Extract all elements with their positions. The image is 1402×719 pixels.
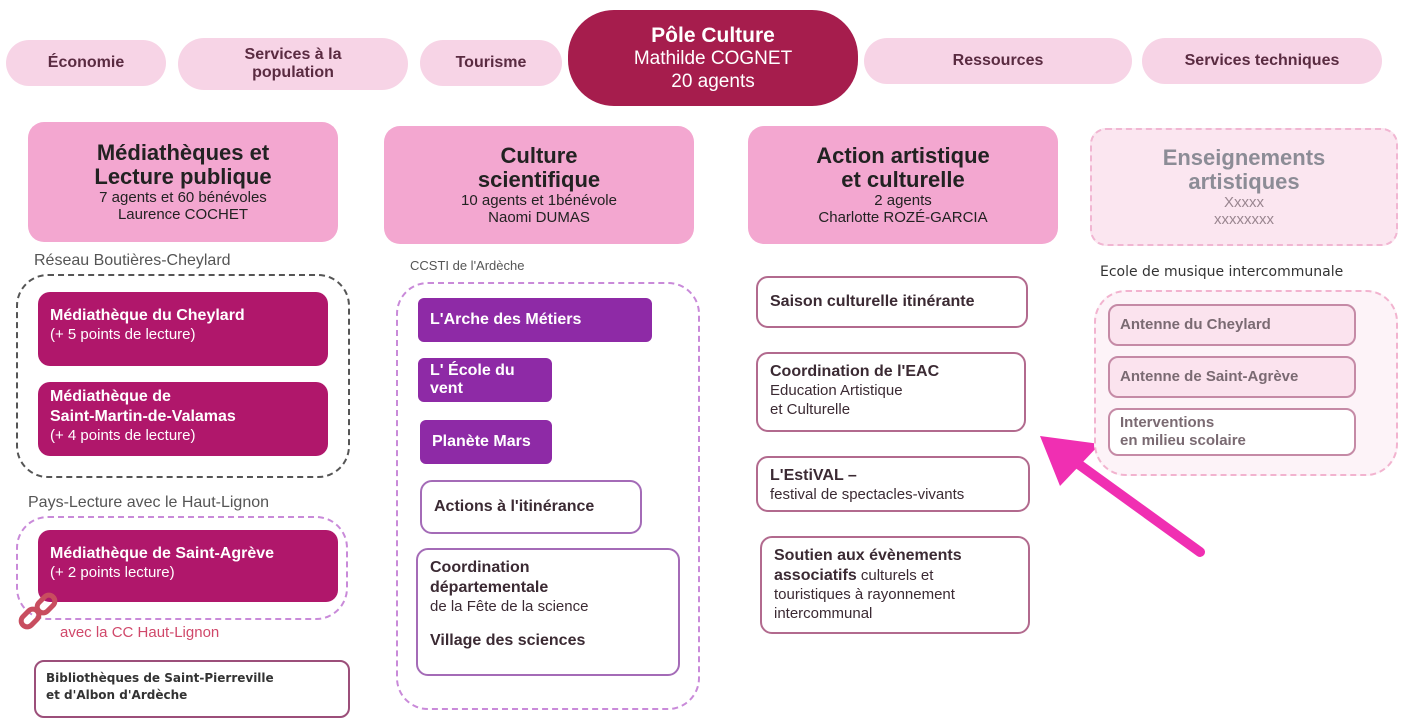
- coord-line-2: départementale: [430, 579, 549, 596]
- group-label-ecole-musique: Ecole de musique intercommunale: [1100, 264, 1344, 280]
- arche-label: L'Arche des Métiers: [430, 311, 582, 328]
- eac-title: Coordination de l'EAC: [770, 363, 940, 380]
- group-reseau-boutieres: [16, 274, 350, 478]
- link-chain-icon: [18, 592, 58, 630]
- box-saison-culturelle[interactable]: Saison culturelle itinérante: [756, 276, 1028, 328]
- pill-economie-label: Économie: [47, 53, 125, 71]
- box-bibliotheques[interactable]: Bibliothèques de Saint-Pierreville et d'…: [34, 660, 350, 718]
- pole-agents: 20 agents: [671, 70, 755, 92]
- box-coordination-eac[interactable]: Coordination de l'EAC Education Artistiq…: [756, 352, 1026, 432]
- pill-services-population[interactable]: Services à la population: [178, 38, 408, 90]
- header-mediatheques-lead: Laurence COCHET: [117, 205, 249, 223]
- soutien-text-3: intercommunal: [774, 604, 873, 622]
- box-ecole-du-vent[interactable]: L' École du vent: [418, 358, 552, 402]
- soutien-bold-2: associatifs: [774, 567, 857, 584]
- interventions-line-2: en milieu scolaire: [1120, 432, 1246, 449]
- pointer-arrow-icon: [1040, 436, 1205, 557]
- header-culture-staff: 10 agents et 1bénévole: [461, 191, 617, 209]
- pole-director: Mathilde COGNET: [633, 47, 793, 69]
- box-mediatheque-cheylard[interactable]: Médiathèque du Cheylard (+ 5 points de l…: [38, 292, 328, 366]
- header-culture-title-1: Culture: [500, 143, 578, 168]
- saison-label: Saison culturelle itinérante: [770, 293, 975, 310]
- header-action-title-1: Action artistique: [816, 143, 990, 168]
- header-enseignements-line-2: xxxxxxxx: [1214, 210, 1274, 228]
- header-enseignements-title-1: Enseignements: [1162, 145, 1326, 170]
- planete-mars-label: Planète Mars: [432, 433, 531, 450]
- box-saint-martin-title-2: Saint-Martin-de-Valamas: [50, 408, 236, 425]
- box-cheylard-sub: (+ 5 points de lecture): [50, 326, 196, 343]
- header-culture-title-2: scientifique: [477, 166, 601, 192]
- village-sciences: Village des sciences: [430, 631, 586, 649]
- pill-ressources[interactable]: Ressources: [864, 38, 1132, 84]
- box-mediatheque-saint-agreve[interactable]: Médiathèque de Saint-Agrève (+ 2 points …: [38, 530, 338, 602]
- box-saint-agreve-sub: (+ 2 points lecture): [50, 564, 175, 581]
- pill-services-techniques[interactable]: Services techniques: [1142, 38, 1382, 84]
- box-soutien-evenements[interactable]: Soutien aux évènements associatifs cultu…: [760, 536, 1030, 634]
- box-estival[interactable]: L'EstiVAL – festival de spectacles-vivan…: [756, 456, 1030, 512]
- group-pays-lecture: [16, 516, 348, 620]
- box-cheylard-title: Médiathèque du Cheylard: [50, 307, 245, 324]
- pole-title: Pôle Culture: [651, 23, 775, 47]
- bib-line-1: Bibliothèques de Saint-Pierreville: [46, 671, 274, 685]
- group-ccsti: [396, 282, 700, 710]
- box-saint-martin-title-1: Médiathèque de: [50, 388, 171, 405]
- box-arche-metiers[interactable]: L'Arche des Métiers: [418, 298, 652, 342]
- eac-line-2: et Culturelle: [770, 400, 851, 418]
- header-culture-scientifique: Culture scientifique 10 agents et 1bénév…: [384, 126, 694, 244]
- pole-culture-box[interactable]: Pôle Culture Mathilde COGNET 20 agents: [568, 10, 858, 106]
- header-action-staff: 2 agents: [874, 191, 932, 209]
- box-interventions-scolaire[interactable]: Interventions en milieu scolaire: [1108, 408, 1356, 456]
- interventions-line-1: Interventions: [1120, 414, 1215, 431]
- pill-services-label-1: Services à la: [244, 45, 342, 63]
- box-actions-itinerance[interactable]: Actions à l'itinérance: [420, 480, 642, 534]
- box-mediatheque-saint-martin[interactable]: Médiathèque de Saint-Martin-de-Valamas (…: [38, 382, 328, 456]
- pill-ressources-label: Ressources: [952, 51, 1044, 69]
- box-saint-agreve-title: Médiathèque de Saint-Agrève: [50, 545, 275, 562]
- box-antenne-cheylard[interactable]: Antenne du Cheylard: [1108, 304, 1356, 346]
- box-antenne-saint-agreve[interactable]: Antenne de Saint-Agrève: [1108, 356, 1356, 398]
- soutien-text-1: culturels et: [856, 567, 934, 584]
- antenne-cheylard-label: Antenne du Cheylard: [1120, 316, 1271, 333]
- eac-line-1: Education Artistique: [770, 382, 903, 399]
- header-action-title-2: et culturelle: [841, 166, 965, 192]
- group-label-reseau: Réseau Boutières-Cheylard: [34, 252, 231, 269]
- header-mediatheques-title-2: Lecture publique: [94, 163, 272, 189]
- header-mediatheques-title-1: Médiathèques et: [96, 140, 270, 165]
- ecole-vent-label: L' École du vent: [430, 362, 515, 397]
- box-coordination-fete-science[interactable]: Coordination départementale de la Fête d…: [416, 548, 680, 676]
- header-mediatheques: Médiathèques et Lecture publique 7 agent…: [28, 122, 338, 242]
- header-enseignements-line-1: Xxxxx: [1223, 193, 1264, 211]
- box-planete-mars[interactable]: Planète Mars: [420, 420, 552, 464]
- link-note: avec la CC Haut-Lignon: [60, 624, 220, 641]
- pill-tourisme[interactable]: Tourisme: [420, 40, 562, 86]
- pill-economie[interactable]: Économie: [6, 40, 166, 86]
- header-culture-lead: Naomi DUMAS: [488, 208, 590, 226]
- coord-line-3: de la Fête de la science: [430, 598, 589, 615]
- pill-services-techniques-label: Services techniques: [1184, 51, 1340, 69]
- estival-title: L'EstiVAL –: [770, 467, 857, 484]
- soutien-bold-1: Soutien aux évènements: [774, 547, 962, 564]
- pill-tourisme-label: Tourisme: [455, 53, 527, 71]
- bib-line-2: et d'Albon d'Ardèche: [46, 688, 188, 703]
- box-saint-martin-sub: (+ 4 points de lecture): [50, 427, 196, 444]
- header-action-lead: Charlotte ROZÉ-GARCIA: [818, 208, 988, 226]
- header-mediatheques-staff: 7 agents et 60 bénévoles: [99, 188, 267, 206]
- group-label-pays-lecture: Pays-Lecture avec le Haut-Lignon: [28, 494, 270, 511]
- group-label-ccsti: CCSTI de l'Ardèche: [410, 258, 525, 273]
- soutien-text-2: touristiques à rayonnement: [774, 586, 955, 603]
- estival-sub: festival de spectacles-vivants: [770, 486, 965, 503]
- header-action-artistique: Action artistique et culturelle 2 agents…: [748, 126, 1058, 244]
- coord-line-1: Coordination: [430, 559, 530, 576]
- header-enseignements: Enseignements artistiques Xxxxx xxxxxxxx: [1090, 128, 1398, 246]
- antenne-saint-agreve-label: Antenne de Saint-Agrève: [1120, 368, 1299, 385]
- header-enseignements-title-2: artistiques: [1188, 168, 1300, 194]
- pill-services-label-2: population: [252, 64, 334, 81]
- actions-itinerance-label: Actions à l'itinérance: [434, 498, 595, 515]
